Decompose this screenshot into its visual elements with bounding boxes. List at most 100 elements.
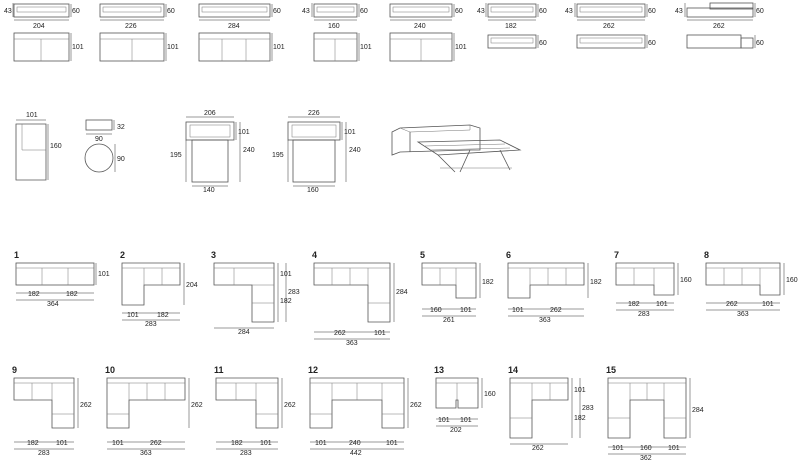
- chaise-module-plan: 101 160: [15, 112, 62, 181]
- dim-width: 182: [505, 23, 517, 30]
- dim-mattress-width: 140: [203, 187, 215, 194]
- dim-open-depth: 240: [243, 147, 255, 154]
- configuration-6: 6 182 101 262 363: [506, 250, 602, 324]
- svg-text:283: 283: [38, 450, 50, 457]
- svg-text:284: 284: [238, 329, 250, 336]
- svg-text:101: 101: [656, 301, 668, 308]
- svg-text:262: 262: [80, 402, 92, 409]
- svg-text:101: 101: [460, 307, 472, 314]
- svg-text:363: 363: [140, 450, 152, 457]
- svg-text:160: 160: [430, 307, 442, 314]
- dim-length: 160: [50, 143, 62, 150]
- svg-text:101: 101: [315, 440, 327, 447]
- dim-mattress-width: 160: [307, 187, 319, 194]
- svg-text:284: 284: [692, 407, 704, 414]
- sofa-bed-160-plan: 226 101 240 195 160: [272, 110, 361, 194]
- svg-text:202: 202: [450, 427, 462, 434]
- svg-text:101: 101: [374, 330, 386, 337]
- config-number: 8: [704, 250, 709, 260]
- svg-text:101: 101: [112, 440, 124, 447]
- configuration-11: 11 262 182 101 283: [214, 365, 296, 457]
- svg-text:362: 362: [640, 455, 652, 462]
- config-number: 9: [12, 365, 17, 375]
- dim-height: 60: [539, 8, 547, 15]
- svg-text:262: 262: [726, 301, 738, 308]
- dim-seat-depth: 101: [167, 44, 179, 51]
- config-number: 13: [434, 365, 444, 375]
- svg-text:363: 363: [539, 317, 551, 324]
- svg-text:160: 160: [640, 445, 652, 452]
- svg-text:240: 240: [349, 440, 361, 447]
- config-number: 5: [420, 250, 425, 260]
- svg-text:101: 101: [762, 301, 774, 308]
- configuration-2: 2 204 101 182 283: [120, 250, 198, 328]
- svg-text:160: 160: [680, 277, 692, 284]
- dim-bed-length: 195: [170, 152, 182, 159]
- dim-depth: 43: [4, 8, 12, 15]
- configuration-8: 8 160 262 101 363: [704, 250, 798, 318]
- dim-width: 262: [713, 23, 725, 30]
- dim-width: 226: [308, 110, 320, 117]
- dim-pouf-diameter: 90: [117, 156, 125, 163]
- svg-text:182: 182: [482, 279, 494, 286]
- svg-text:262: 262: [532, 445, 544, 452]
- sofa-204-elevation-and-plan: 43 60 204 101: [4, 3, 84, 62]
- sofa-284-elevation-and-plan: 60 284 101: [198, 3, 285, 62]
- dim-height: 60: [167, 8, 175, 15]
- config-number: 1: [14, 250, 19, 260]
- svg-text:101: 101: [460, 417, 472, 424]
- sofa-240-elevation-and-plan: 60 240 101: [389, 3, 467, 62]
- dim-width: 226: [125, 23, 137, 30]
- dim-width: 240: [414, 23, 426, 30]
- dim-depth: 43: [565, 8, 573, 15]
- dim-depth: 101: [344, 129, 356, 136]
- svg-text:101: 101: [98, 271, 110, 278]
- dim-bench-height: 32: [117, 124, 125, 131]
- dim-width: 206: [204, 110, 216, 117]
- svg-text:283: 283: [582, 405, 594, 412]
- svg-text:204: 204: [186, 282, 198, 289]
- svg-text:182: 182: [590, 279, 602, 286]
- svg-text:182: 182: [28, 291, 40, 298]
- configuration-1: 1 101 182 182 364: [14, 250, 110, 308]
- svg-text:363: 363: [737, 311, 749, 318]
- svg-text:284: 284: [396, 289, 408, 296]
- svg-text:262: 262: [150, 440, 162, 447]
- svg-text:262: 262: [334, 330, 346, 337]
- sofa-bed-182-elevation: 43 60 182 60: [477, 3, 547, 49]
- bench-and-pouf: 32 90 90: [84, 119, 125, 173]
- dim-depth: 101: [238, 129, 250, 136]
- config-number: 10: [105, 365, 115, 375]
- svg-text:101: 101: [260, 440, 272, 447]
- config-number: 11: [214, 365, 224, 375]
- svg-text:364: 364: [47, 301, 59, 308]
- svg-text:101: 101: [512, 307, 524, 314]
- svg-text:262: 262: [284, 402, 296, 409]
- dim-height: 60: [360, 8, 368, 15]
- configuration-10: 10 262 101 262 363: [105, 365, 203, 457]
- sofa-bed-262-elevation: 43 60 262 60: [565, 3, 656, 49]
- dim-height: 60: [455, 8, 463, 15]
- svg-text:283: 283: [145, 321, 157, 328]
- svg-text:262: 262: [410, 402, 422, 409]
- dim-seat-depth: 101: [72, 44, 84, 51]
- svg-text:182: 182: [231, 440, 243, 447]
- svg-text:262: 262: [191, 402, 203, 409]
- sofa-bed-262-extended-elevation: 43 60 262 60: [675, 2, 764, 49]
- config-number: 7: [614, 250, 619, 260]
- svg-text:182: 182: [157, 312, 169, 319]
- dim-bed-length: 195: [272, 152, 284, 159]
- sofa-bed-perspective-drawing: [391, 124, 522, 173]
- svg-text:101: 101: [438, 417, 450, 424]
- svg-text:160: 160: [786, 277, 798, 284]
- config-number: 4: [312, 250, 317, 260]
- dim-width: 204: [33, 23, 45, 30]
- configuration-12: 12 262 101 240 101 442: [308, 365, 422, 457]
- svg-text:442: 442: [350, 450, 362, 457]
- svg-text:101: 101: [127, 312, 139, 319]
- dim-width: 160: [328, 23, 340, 30]
- config-number: 12: [308, 365, 318, 375]
- svg-text:101: 101: [668, 445, 680, 452]
- dim-depth: 43: [302, 8, 310, 15]
